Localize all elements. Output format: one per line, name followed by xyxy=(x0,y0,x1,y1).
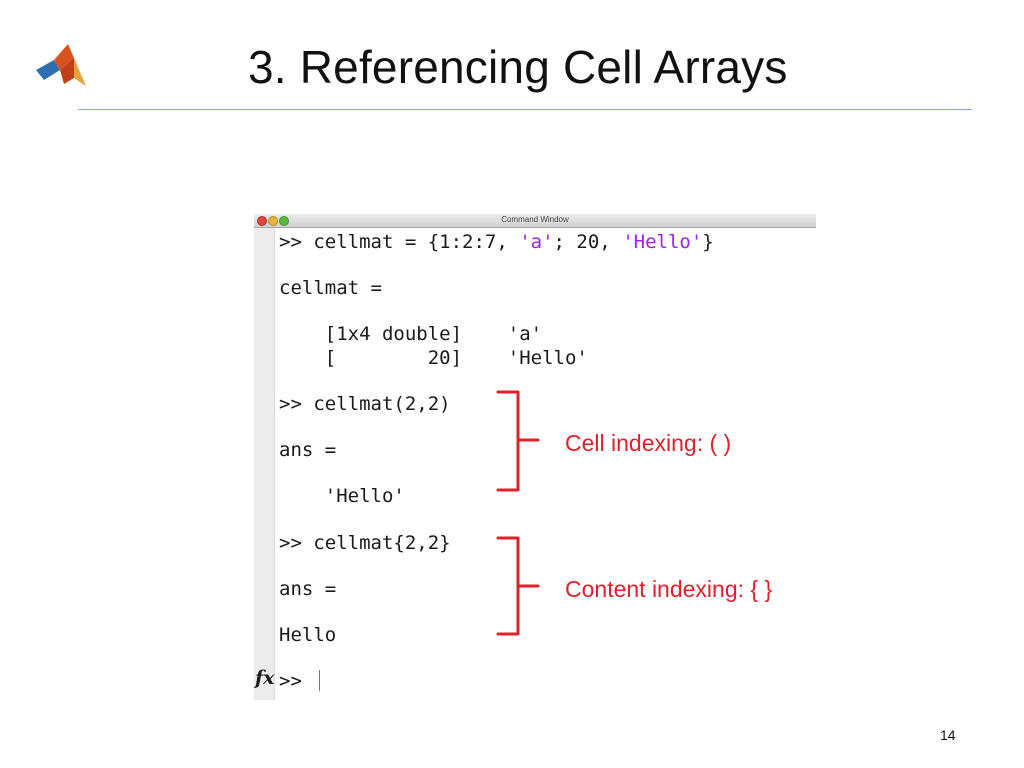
minimize-window-button[interactable] xyxy=(268,216,278,226)
console-line-val3: Hello xyxy=(279,624,337,646)
console-line-ans2: ans = xyxy=(279,439,337,461)
content-indexing-annotation: Content indexing: { } xyxy=(565,576,773,602)
console-line-val2: 'Hello' xyxy=(279,485,405,507)
title-divider xyxy=(78,109,972,110)
cell-indexing-brace xyxy=(496,390,540,492)
window-title: Command Window xyxy=(501,215,569,224)
content-indexing-brace xyxy=(496,536,540,636)
command-window[interactable]: Command Window >> cellmat = {1:2:7, 'a';… xyxy=(254,214,816,700)
fx-function-browser-icon[interactable]: fx xyxy=(255,667,275,689)
window-titlebar[interactable]: Command Window xyxy=(254,214,816,228)
cmd1-string-a: 'a' xyxy=(519,231,554,253)
cmd1-string-hello: 'Hello' xyxy=(622,231,703,253)
console-line-var: cellmat = xyxy=(279,277,382,299)
cell-indexing-annotation: Cell indexing: ( ) xyxy=(565,430,732,456)
close-window-button[interactable] xyxy=(257,216,267,226)
matlab-logo-icon xyxy=(36,44,86,86)
cmd1-text: >> cellmat = {1:2:7, xyxy=(279,231,520,253)
cmd1-text-mid: ; 20, xyxy=(553,231,623,253)
console-line-cmd1: >> cellmat = {1:2:7, 'a'; 20, 'Hello'} xyxy=(279,233,714,252)
console-prompt[interactable]: >> xyxy=(279,670,302,692)
page-number: 14 xyxy=(940,727,956,743)
console-gutter xyxy=(254,228,275,700)
console-line-row2: [ 20] 'Hello' xyxy=(279,347,588,369)
console-line-cmd2: >> cellmat(2,2) xyxy=(279,393,451,415)
text-cursor xyxy=(319,670,320,691)
zoom-window-button[interactable] xyxy=(279,216,289,226)
slide-title: 3. Referencing Cell Arrays xyxy=(248,41,788,93)
console-line-ans3: ans = xyxy=(279,578,337,600)
console-line-cmd3: >> cellmat{2,2} xyxy=(279,532,451,554)
cmd1-text-end: } xyxy=(702,231,714,253)
console-line-row1: [1x4 double] 'a' xyxy=(279,323,543,345)
